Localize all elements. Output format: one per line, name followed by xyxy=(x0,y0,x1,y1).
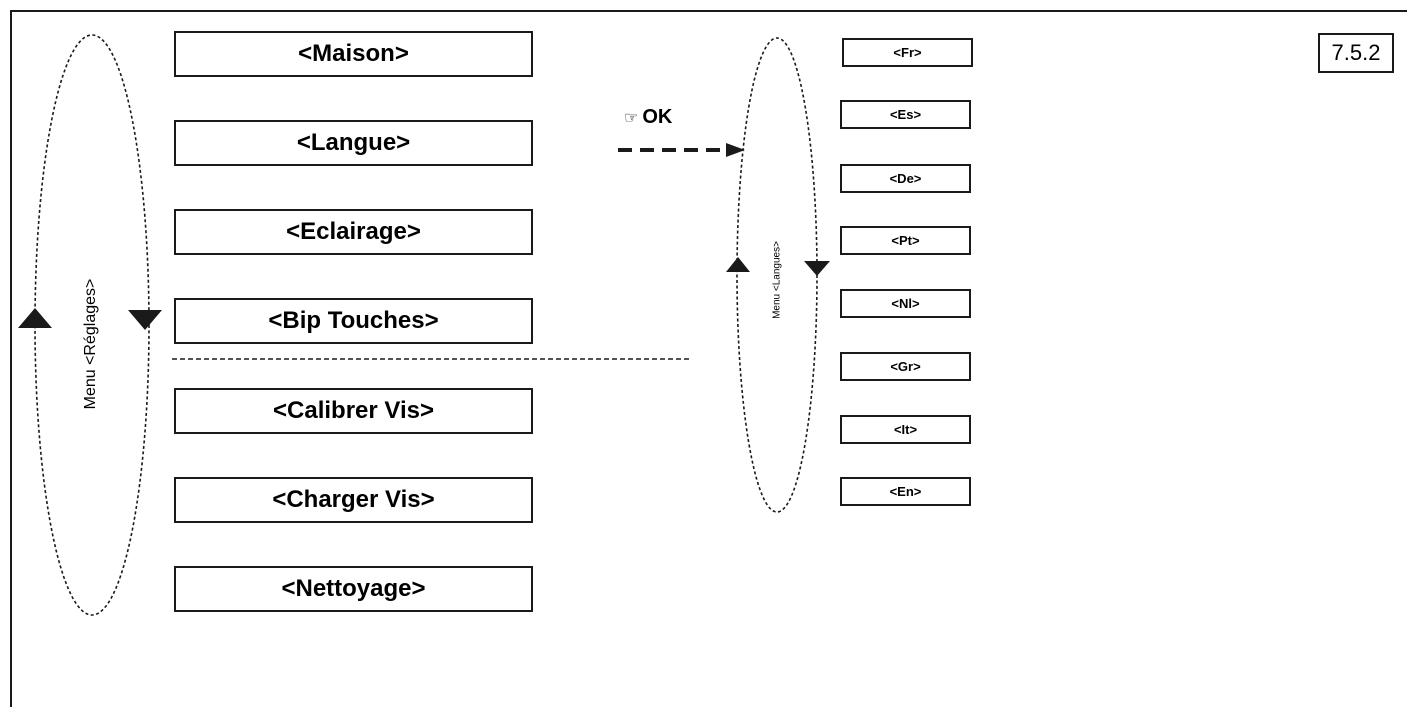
language-item-pt[interactable]: <Pt> xyxy=(840,226,971,255)
down-arrow-icon xyxy=(804,261,830,276)
pointing-hand-icon: ☞ xyxy=(624,110,639,127)
language-menu-title: Menu <Langues> xyxy=(771,241,783,319)
menu-item-nettoyage[interactable]: <Nettoyage> xyxy=(174,566,533,612)
ok-action-label: ☞OK xyxy=(624,106,672,129)
up-arrow-icon xyxy=(726,257,750,272)
up-arrow-icon xyxy=(18,308,52,328)
menu-item-eclairage[interactable]: <Eclairage> xyxy=(174,209,533,255)
language-item-gr[interactable]: <Gr> xyxy=(840,352,971,381)
right-arrow-icon xyxy=(726,143,745,157)
menu-item-langue[interactable]: <Langue> xyxy=(174,120,533,166)
settings-menu-title: Menu <Réglages> xyxy=(82,278,99,410)
figure-reference: 7.5.2 xyxy=(1318,33,1394,73)
down-arrow-icon xyxy=(128,310,162,330)
menu-item-calibrer-vis[interactable]: <Calibrer Vis> xyxy=(174,388,533,434)
ok-label: OK xyxy=(642,106,673,128)
language-item-fr[interactable]: <Fr> xyxy=(842,38,973,67)
diagram-frame xyxy=(10,10,1407,707)
language-item-es[interactable]: <Es> xyxy=(840,100,971,129)
language-item-it[interactable]: <It> xyxy=(840,415,971,444)
menu-item-charger-vis[interactable]: <Charger Vis> xyxy=(174,477,533,523)
language-item-nl[interactable]: <Nl> xyxy=(840,289,971,318)
menu-item-bip-touches[interactable]: <Bip Touches> xyxy=(174,298,533,344)
menu-item-maison[interactable]: <Maison> xyxy=(174,31,533,77)
language-item-de[interactable]: <De> xyxy=(840,164,971,193)
language-item-en[interactable]: <En> xyxy=(840,477,971,506)
